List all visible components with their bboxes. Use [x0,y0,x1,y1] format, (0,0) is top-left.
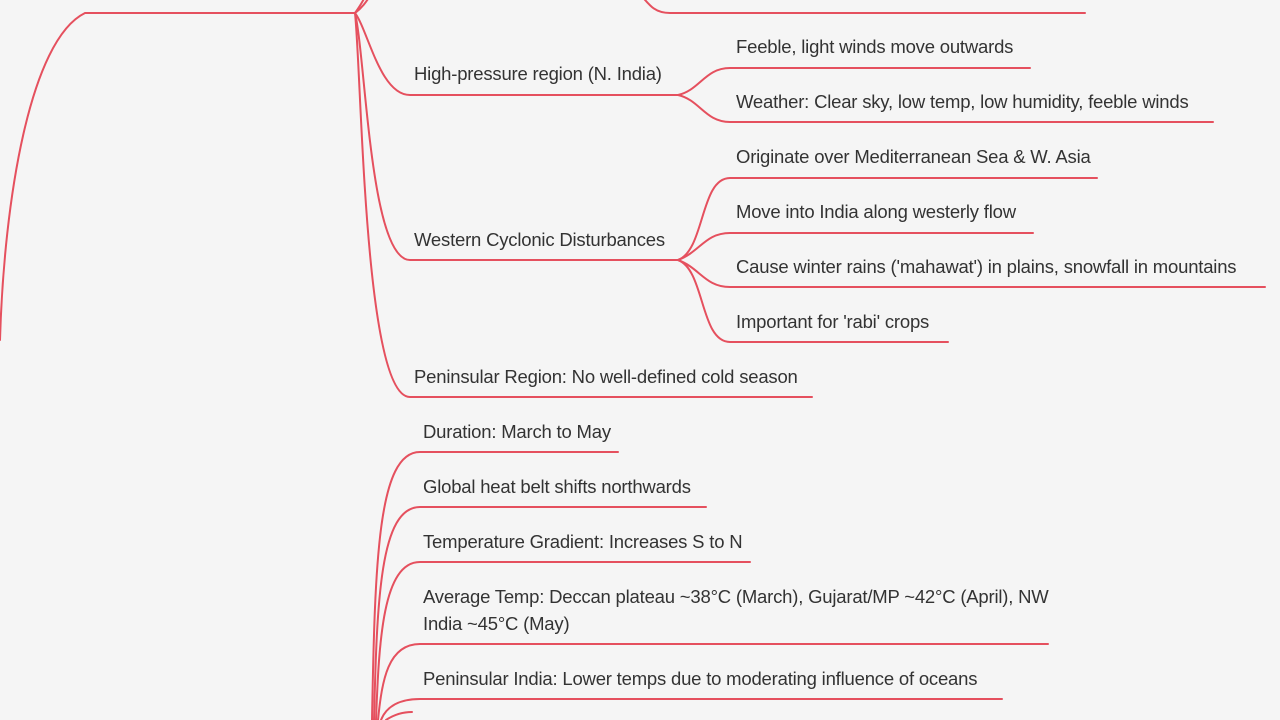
node-peninsular-region[interactable]: Peninsular Region: No well-defined cold … [414,366,798,387]
node-rabi-crops[interactable]: Important for 'rabi' crops [736,311,930,332]
node-feeble-winds[interactable]: Feeble, light winds move outwards [736,36,1014,57]
node-move-into-india[interactable]: Move into India along westerly flow [736,201,1016,222]
node-high-pressure[interactable]: High-pressure region (N. India) [414,63,662,84]
node-winter-rains[interactable]: Cause winter rains ('mahawat') in plains… [736,256,1237,277]
node-originate[interactable]: Originate over Mediterranean Sea & W. As… [736,146,1091,167]
node-duration[interactable]: Duration: March to May [423,421,611,442]
node-heat-belt[interactable]: Global heat belt shifts northwards [423,476,691,497]
node-peninsular-india[interactable]: Peninsular India: Lower temps due to mod… [423,668,978,689]
node-western-disturbances[interactable]: Western Cyclonic Disturbances [414,229,665,250]
node-weather[interactable]: Weather: Clear sky, low temp, low humidi… [736,91,1189,112]
node-average-temp[interactable]: Average Temp: Deccan plateau ~38°C (Marc… [423,586,1049,634]
node-temp-gradient[interactable]: Temperature Gradient: Increases S to N [423,531,743,552]
